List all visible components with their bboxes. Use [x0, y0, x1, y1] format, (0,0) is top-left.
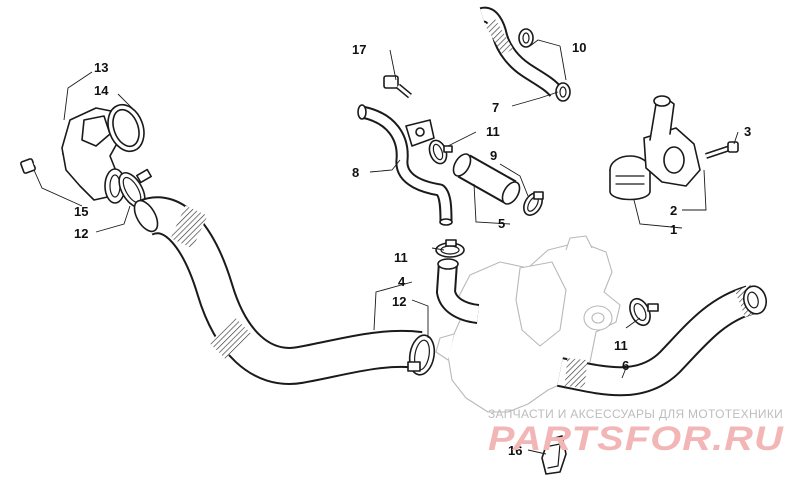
o-ring-14	[107, 103, 145, 153]
hose-clamp-11-center	[435, 239, 465, 258]
callout-10: 10	[572, 40, 586, 55]
callout-11-right: 11	[614, 338, 628, 353]
callout-17: 17	[352, 42, 366, 57]
leader-lines	[33, 39, 739, 455]
thermostat-1	[609, 155, 651, 201]
callout-14: 14	[94, 83, 109, 98]
watermark: ЗАПЧАСТИ И АКСЕССУАРЫ ДЛЯ МОТОТЕХНИКИ PA…	[488, 407, 785, 458]
bolt-15	[20, 153, 63, 174]
bypass-tube-8	[357, 104, 453, 226]
hose-clamp-10-upper	[518, 28, 534, 48]
callout-15: 15	[74, 204, 88, 219]
callout-2: 2	[670, 203, 677, 218]
thermostat-housing-2	[643, 95, 701, 187]
bolt-17	[383, 75, 412, 99]
hose-clip-16	[541, 435, 567, 475]
callout-12-lower: 12	[392, 294, 406, 309]
callout-5: 5	[498, 216, 505, 231]
callout-11-center: 11	[394, 250, 408, 265]
small-hose-7	[479, 6, 563, 98]
watermark-logo: PARTSFOR.RU	[488, 420, 785, 458]
callout-1: 1	[670, 222, 677, 237]
hose-clamp-10-lower	[555, 82, 571, 102]
pump-inlet-hose	[435, 258, 480, 324]
hose-clamp-12-lower	[407, 334, 436, 376]
coolant-hose-4	[133, 196, 423, 385]
callout-7: 7	[492, 100, 499, 115]
callout-12-upper: 12	[74, 226, 88, 241]
callout-labels: 13 14 15 12 17 10 7 11 9 8 5 3 2 1 11 4 …	[74, 40, 751, 458]
callout-9: 9	[490, 148, 497, 163]
callout-13: 13	[94, 60, 108, 75]
callout-16: 16	[508, 443, 522, 458]
hose-clamp-12-upper	[118, 168, 152, 208]
coolant-hose-6	[557, 284, 768, 397]
callout-11-upper: 11	[486, 124, 500, 139]
callout-3: 3	[744, 124, 751, 139]
watermark-subtitle: ЗАПЧАСТИ И АКСЕССУАРЫ ДЛЯ МОТОТЕХНИКИ	[488, 407, 783, 421]
hose-clamp-11-right	[629, 297, 659, 327]
hose-clamp-9	[523, 191, 544, 216]
callout-4: 4	[398, 274, 406, 289]
short-hose-5	[452, 153, 521, 205]
callout-6: 6	[622, 358, 629, 373]
bolt-3	[705, 141, 739, 159]
hose-clamp-11-upper	[428, 139, 453, 165]
callout-8: 8	[352, 165, 359, 180]
